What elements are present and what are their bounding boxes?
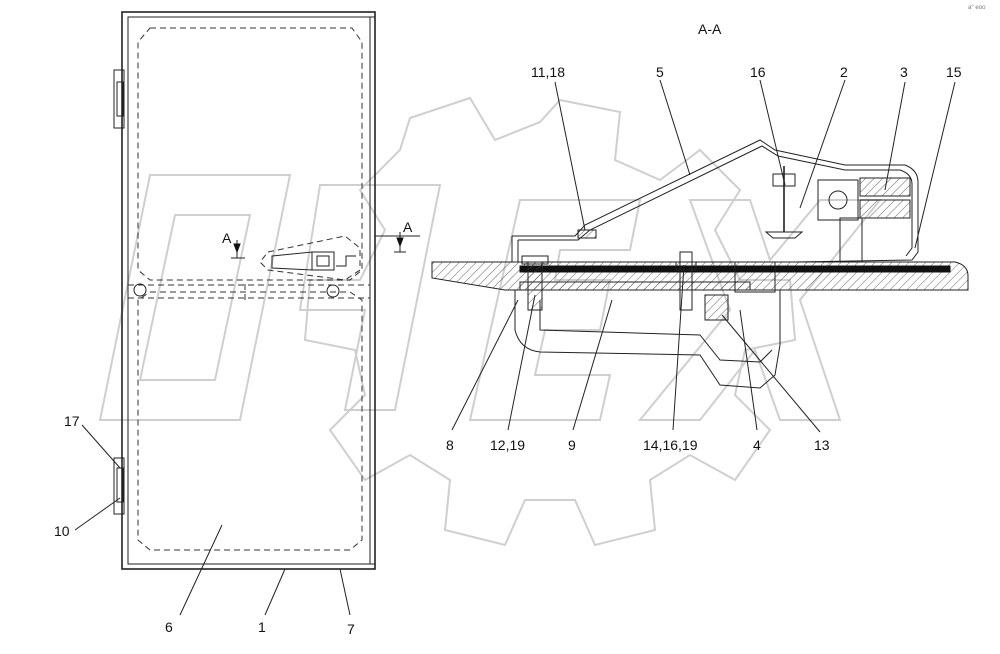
watermark	[98, 96, 883, 547]
door-front-view	[113, 11, 420, 570]
leader-lines	[74, 79, 956, 616]
section-title: A-A	[698, 21, 722, 37]
corner-mark: a° eoo	[968, 5, 986, 11]
hinge-bottom	[113, 457, 125, 515]
door-handle	[259, 235, 361, 281]
callout-label: 13	[814, 437, 830, 453]
callout-label: 11,18	[531, 64, 565, 80]
callout-label: 1	[258, 619, 266, 635]
section-a-a-view	[431, 139, 969, 389]
callout-label: 10	[54, 523, 70, 539]
callout-label: 17	[64, 413, 80, 429]
callout-label: 15	[946, 64, 962, 80]
callout-label: 2	[840, 64, 848, 80]
callout-label: 3	[900, 64, 908, 80]
callout-label: 9	[568, 437, 576, 453]
callout-label: 8	[446, 437, 454, 453]
section-mark-left: A	[222, 230, 232, 246]
callout-label: 14,16,19	[643, 437, 698, 453]
callout-label: 5	[656, 64, 664, 80]
callout-label: 16	[750, 64, 766, 80]
section-mark-right: A	[403, 219, 413, 235]
callout-label: 4	[753, 437, 761, 453]
callout-label: 6	[165, 619, 173, 635]
callout-label: 7	[347, 621, 355, 637]
hinge-top	[113, 69, 125, 129]
callout-label: 12,19	[490, 437, 525, 453]
